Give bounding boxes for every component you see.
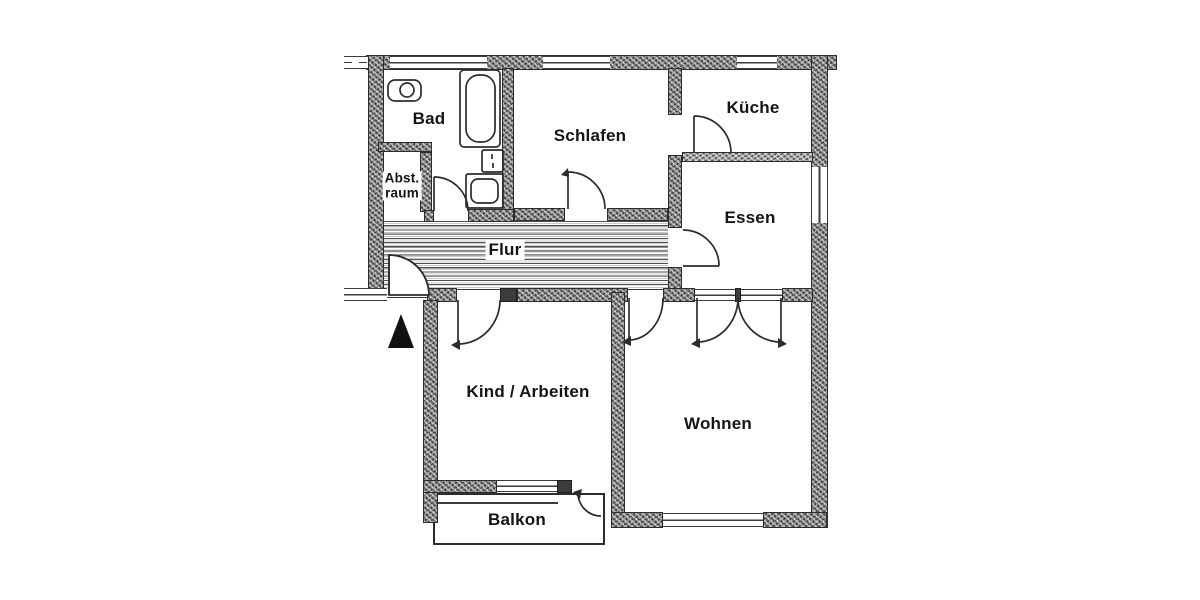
room-label-flur: Flur — [485, 240, 525, 260]
schlafen-door — [561, 168, 606, 210]
wall-middle-left-stub — [344, 288, 387, 301]
kind-arbeiten-door — [451, 299, 501, 350]
threshold-kind-door — [457, 289, 500, 291]
room-label-schlafen: Schlafen — [550, 126, 630, 146]
wall-wohnen-bottom-a — [611, 512, 663, 528]
essen-door — [682, 229, 720, 267]
wall-middle-c — [663, 288, 695, 302]
wall-kueche-left-a — [668, 68, 682, 115]
threshold-entrance — [387, 297, 427, 299]
kueche-door — [693, 115, 732, 154]
french-door-post — [735, 288, 741, 302]
wall-kind-bottom-a — [423, 480, 497, 493]
room-label-kind-arbeiten: Kind / Arbeiten — [463, 382, 593, 402]
window-schlafen-top — [543, 56, 610, 69]
wall-abst-top — [378, 142, 432, 152]
wall-left-upper — [368, 55, 384, 298]
room-label-bad: Bad — [409, 109, 449, 129]
window-kueche-top — [737, 56, 777, 69]
balkon-threshold-line — [436, 502, 558, 504]
wohnen-left-door — [622, 297, 664, 346]
wall-middle-d — [782, 288, 813, 302]
room-label-abstellraum-line1: Abst. — [384, 170, 420, 186]
wall-bad-bottom-b — [468, 209, 514, 222]
wall-middle-b — [517, 288, 628, 302]
threshold-wohnen-door — [628, 289, 663, 291]
wall-bad-schlafen — [502, 68, 514, 212]
toilet-icon — [387, 79, 422, 102]
room-label-essen: Essen — [721, 208, 779, 228]
room-label-abstellraum-line2: raum — [385, 185, 419, 200]
cistern-icon — [481, 149, 504, 173]
wall-kind-left — [423, 300, 438, 523]
balkon-door-leaf-block — [557, 480, 572, 493]
washbasin-icon — [465, 173, 504, 209]
balkon-outline — [433, 493, 605, 545]
window-essen-right — [811, 167, 828, 223]
room-label-kueche: Küche — [723, 98, 783, 118]
window-bad-top — [390, 56, 487, 69]
room-label-balkon: Balkon — [485, 510, 549, 530]
wall-kueche-left-b — [668, 155, 682, 228]
wall-schlafen-bottom-b — [607, 208, 668, 221]
north-arrow-icon — [388, 314, 414, 348]
flur-hatch — [383, 221, 668, 288]
wall-bad-bottom-a — [424, 210, 434, 222]
wohnen-double-door — [691, 297, 787, 348]
room-label-abstellraum: Abst. raum — [382, 170, 422, 201]
wall-top-left-stub — [344, 56, 368, 69]
bad-door — [433, 176, 469, 212]
wall-middle-block — [500, 288, 517, 302]
wall-right — [811, 55, 828, 528]
wall-kueche-essen — [682, 152, 813, 162]
wall-abst-right — [420, 152, 432, 212]
window-kind-bottom — [497, 480, 557, 492]
room-label-wohnen: Wohnen — [681, 414, 755, 434]
wall-kind-wohnen — [611, 292, 625, 528]
window-wohnen-bottom — [663, 513, 763, 527]
wall-wohnen-bottom-b — [763, 512, 827, 528]
bathtub-icon — [459, 69, 501, 148]
wall-schlafen-bottom-a — [514, 208, 565, 221]
